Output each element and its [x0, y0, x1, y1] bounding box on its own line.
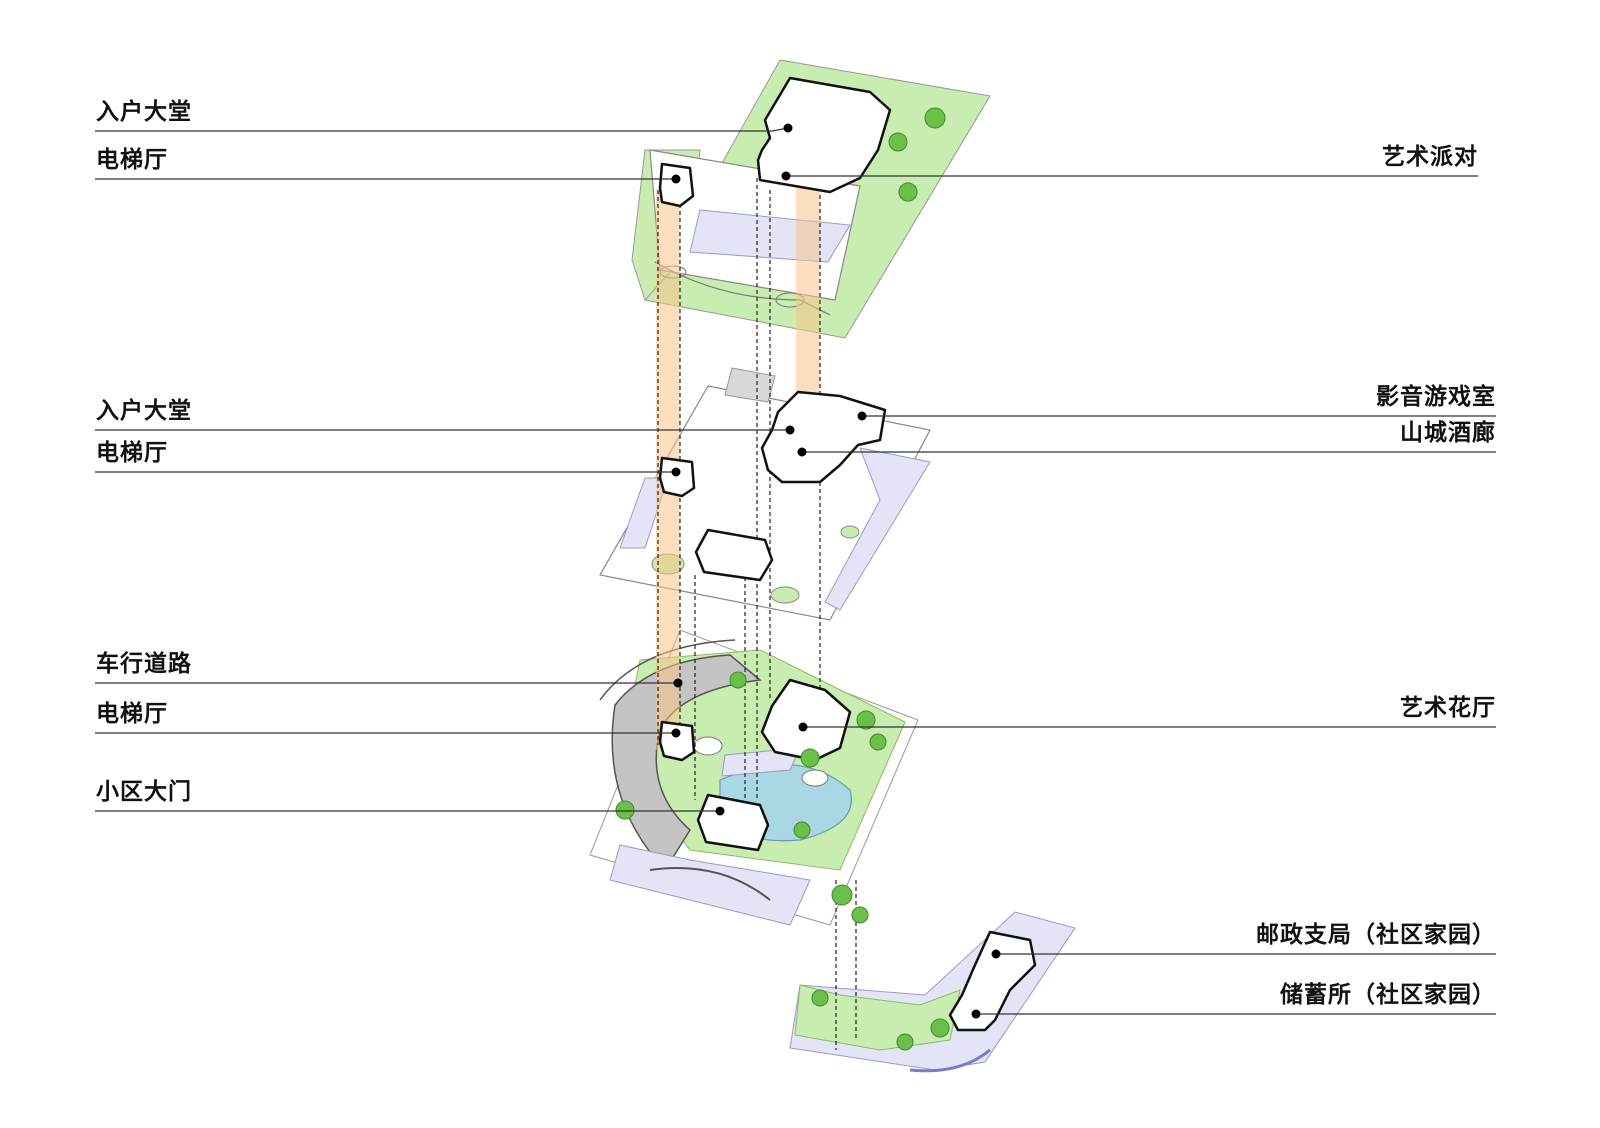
tree-icon: [869, 733, 887, 751]
community-post-office-building: [948, 930, 1037, 1032]
community-paving: [789, 911, 1076, 1071]
tree-icon: [800, 748, 820, 768]
ground-planter-circle: [693, 736, 723, 756]
middle-planter-circle: [770, 586, 800, 604]
middle-planter-circle: [840, 525, 860, 539]
label-vehicle-road: 车行道路: [96, 651, 192, 677]
tree-icon: [793, 821, 811, 839]
ground-planter-circle: [801, 769, 829, 787]
label-art-flower-hall: 艺术花厅: [1400, 695, 1496, 721]
tree-icon: [811, 989, 829, 1007]
community-curb: [909, 1048, 991, 1073]
middle-corridor-right: [824, 447, 931, 611]
tree-icon: [831, 884, 853, 906]
leader-dots: [671, 123, 1001, 1019]
leader-dot: [857, 411, 867, 421]
leader-dot: [971, 1009, 981, 1019]
roof-elevator-core: [658, 162, 695, 208]
label-mountain-city-lounge: 山城酒廊: [1400, 420, 1496, 446]
leader-line-left-1: [95, 127, 789, 132]
tree-icon: [851, 906, 869, 924]
tree-icon: [856, 710, 876, 730]
tree-icon: [896, 1033, 914, 1051]
leader-dot: [671, 728, 681, 738]
middle-elevator-core: [658, 456, 696, 498]
label-community-gate: 小区大门: [96, 779, 192, 805]
leader-dot: [797, 447, 807, 457]
leader-dot: [798, 722, 808, 732]
middle-pavilion: [694, 528, 774, 582]
leader-dot: [783, 123, 793, 133]
ground-road-edge: [599, 639, 736, 701]
leader-dot: [715, 806, 725, 816]
ground-gate-building: [696, 793, 770, 852]
ground-entrance-plaza: [609, 844, 811, 926]
leader-dot: [673, 678, 683, 688]
tree-icon: [930, 1018, 950, 1038]
leader-lines: [95, 127, 1496, 1015]
label-lobby-middle: 入户大堂: [96, 398, 192, 424]
label-elevator-hall-ground: 电梯厅: [96, 701, 168, 727]
tree-icon: [888, 132, 908, 152]
label-art-party: 艺术派对: [1382, 144, 1478, 170]
middle-gray-block: [724, 367, 776, 403]
tree-icon: [898, 182, 918, 202]
ground-drive-curve: [649, 867, 771, 901]
leader-dot: [785, 425, 795, 435]
ground-elevator-core: [658, 720, 696, 762]
label-lobby-roof: 入户大堂: [96, 99, 192, 125]
label-savings-office: 储蓄所（社区家园）: [1280, 982, 1496, 1008]
label-post-office: 邮政支局（社区家园）: [1256, 922, 1496, 948]
level-ground-landscape: [589, 629, 919, 926]
tree-icon: [615, 800, 635, 820]
level-community-strip: [789, 911, 1076, 1073]
label-elevator-hall-roof: 电梯厅: [96, 147, 168, 173]
label-elevator-hall-middle: 电梯厅: [96, 440, 168, 466]
tree-icon: [924, 107, 946, 129]
leader-dot: [991, 949, 1001, 959]
roof-art-party-building: [756, 76, 892, 194]
leader-dot: [671, 174, 681, 184]
tree-icon: [729, 671, 747, 689]
level-middle-floor: [599, 367, 931, 621]
label-media-game-room: 影音游戏室: [1376, 384, 1496, 410]
building-volumes: [658, 76, 1037, 1032]
trees: [615, 107, 950, 1051]
leader-dot: [671, 467, 681, 477]
leader-dot: [781, 171, 791, 181]
